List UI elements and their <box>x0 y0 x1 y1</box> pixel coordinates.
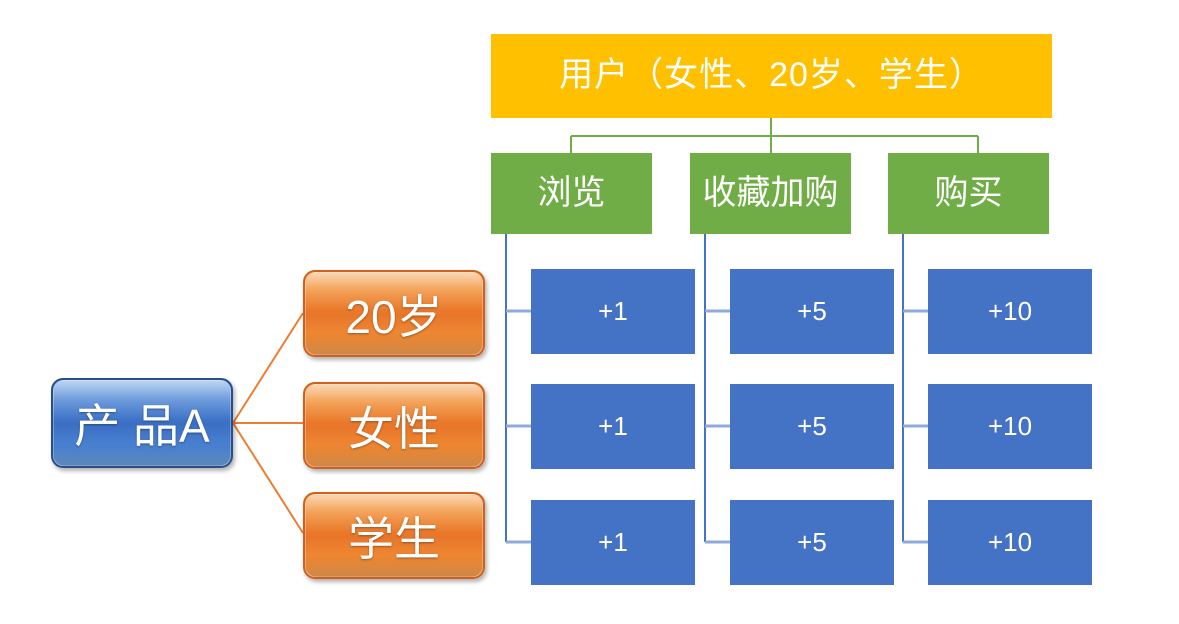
score-label-r3c1: +1 <box>598 527 628 558</box>
score-label-r1c2: +5 <box>797 296 827 327</box>
score-box-r1c1[interactable]: +1 <box>531 269 695 354</box>
product-label: 产 品A <box>74 400 210 452</box>
stage-label-browse: 浏览 <box>537 173 606 212</box>
user-title-box: 用户（女性、20岁、学生） <box>491 34 1052 118</box>
score-label-r3c2: +5 <box>797 527 827 558</box>
stage-box-browse[interactable]: 浏览 <box>491 153 652 234</box>
user-title-label: 用户（女性、20岁、学生） <box>559 56 984 95</box>
score-box-r1c3[interactable]: +10 <box>928 269 1092 354</box>
attribute-fan-connector <box>232 312 304 534</box>
score-label-r2c2: +5 <box>797 411 827 442</box>
score-box-r2c2[interactable]: +5 <box>730 384 894 469</box>
attribute-box-occupation[interactable]: 学生 <box>303 492 485 579</box>
attribute-box-gender[interactable]: 女性 <box>303 382 485 469</box>
attribute-label-age: 20岁 <box>345 290 443 343</box>
score-label-r2c3: +10 <box>987 411 1033 442</box>
score-label-r3c3: +10 <box>987 527 1033 558</box>
stage-box-favorite-cart[interactable]: 收藏加购 <box>690 153 851 234</box>
score-box-r2c3[interactable]: +10 <box>928 384 1092 469</box>
score-box-r1c2[interactable]: +5 <box>730 269 894 354</box>
score-box-r2c1[interactable]: +1 <box>531 384 695 469</box>
attribute-box-age[interactable]: 20岁 <box>303 270 485 357</box>
attribute-label-gender: 女性 <box>348 402 440 455</box>
score-box-r3c1[interactable]: +1 <box>531 500 695 585</box>
attribute-label-occupation: 学生 <box>348 512 440 565</box>
stage-label-favorite-cart: 收藏加购 <box>702 173 839 212</box>
stage-label-purchase: 购买 <box>934 173 1003 212</box>
score-label-r2c1: +1 <box>598 411 628 442</box>
score-label-r1c3: +10 <box>987 296 1033 327</box>
product-box[interactable]: 产 品A <box>51 378 233 468</box>
score-box-r3c2[interactable]: +5 <box>730 500 894 585</box>
score-box-r3c3[interactable]: +10 <box>928 500 1092 585</box>
stage-tree-connector <box>570 118 979 153</box>
stage-box-purchase[interactable]: 购买 <box>888 153 1049 234</box>
score-label-r1c1: +1 <box>598 296 628 327</box>
